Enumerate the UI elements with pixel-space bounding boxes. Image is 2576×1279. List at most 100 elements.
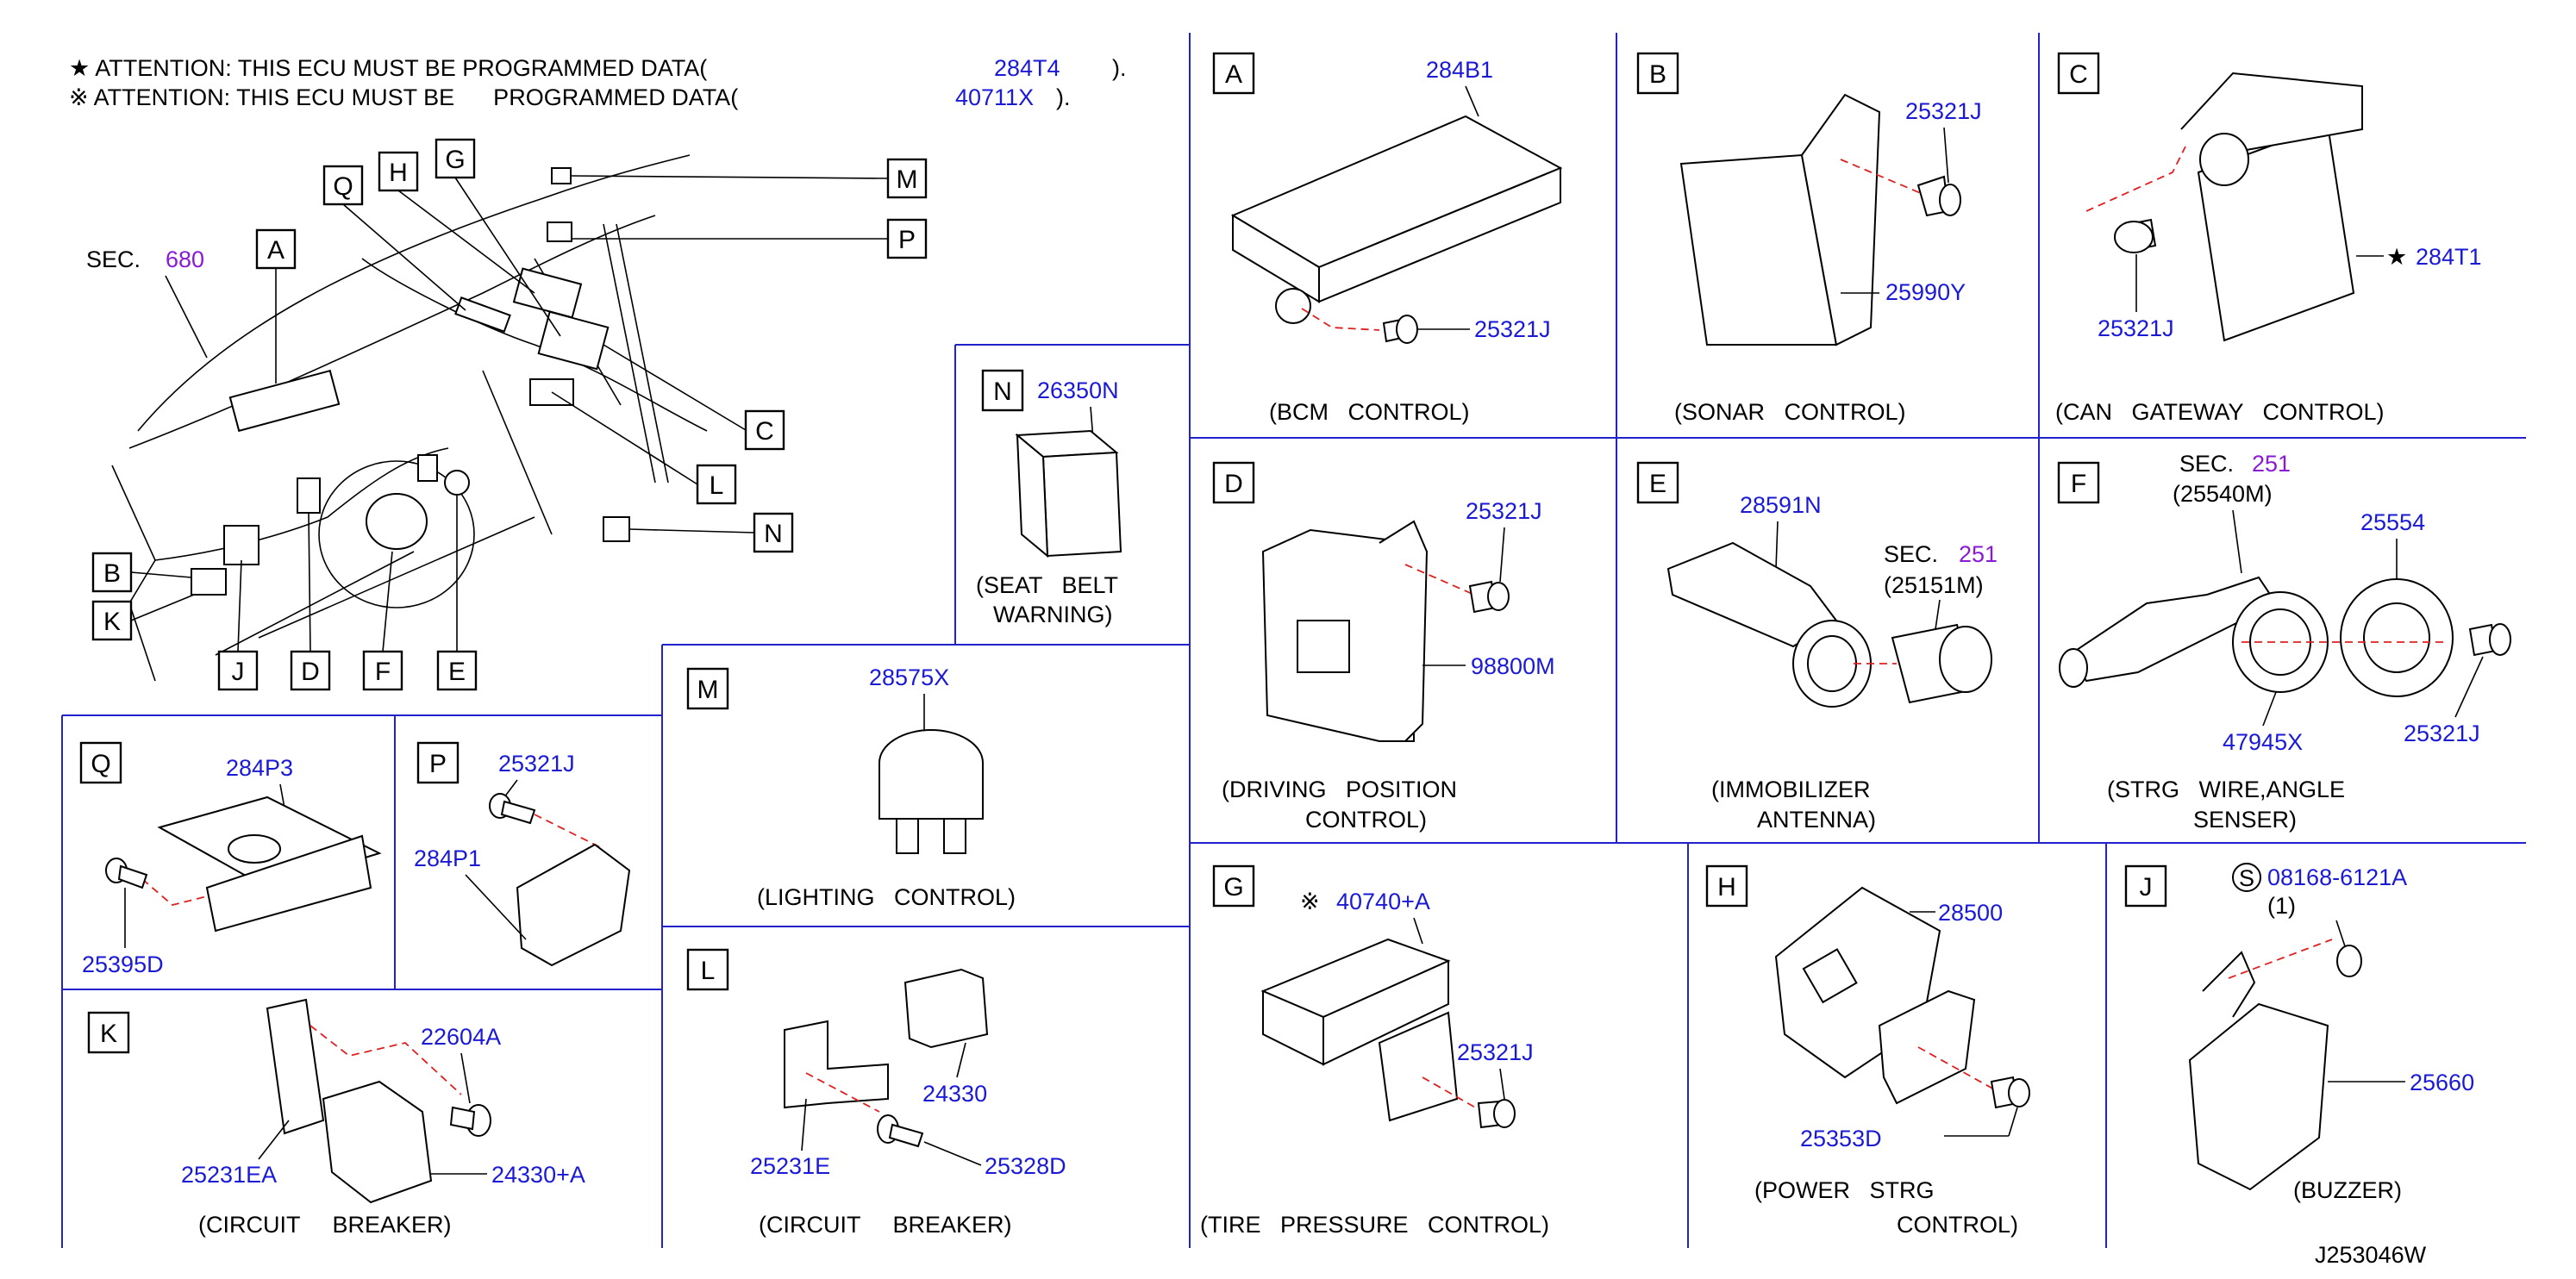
panel-L-circuit-breaker: L 24330 25231E 25328D (CIRCUIT BREAKER) bbox=[686, 948, 1066, 1238]
panel-G-tire-pressure: G ※ 40740+A 25321J (TIRE PRESSURE CONTRO… bbox=[1200, 864, 1549, 1238]
part-25660: 25660 bbox=[2410, 1070, 2474, 1095]
callout-Q: Q bbox=[322, 165, 364, 206]
caption-D-1: (DRIVING POSITION bbox=[1222, 777, 1457, 802]
part-26350N: 26350N bbox=[1037, 377, 1119, 403]
svg-text:L: L bbox=[701, 957, 716, 985]
callout-E: E bbox=[436, 650, 478, 691]
callout-B: B bbox=[91, 552, 133, 593]
svg-text:J: J bbox=[232, 658, 245, 686]
attention-line-1: ★ ATTENTION: THIS ECU MUST BE PROGRAMMED… bbox=[69, 55, 707, 81]
svg-text:K: K bbox=[100, 1020, 117, 1048]
callout-G: G bbox=[435, 138, 476, 179]
part-25321J-P: 25321J bbox=[498, 751, 575, 777]
sec-ref-F: (25540M) bbox=[2173, 481, 2273, 507]
part-25395D: 25395D bbox=[82, 951, 164, 977]
caption-F-2: SENSER) bbox=[2193, 807, 2297, 833]
part-22604A: 22604A bbox=[421, 1024, 501, 1050]
attention-suffix-2: ). bbox=[1056, 84, 1071, 110]
callout-L: L bbox=[696, 464, 737, 505]
bolt-symbol-J: S bbox=[2239, 865, 2254, 891]
panel-P: P 25321J 284P1 bbox=[414, 741, 631, 967]
caption-M: (LIGHTING CONTROL) bbox=[757, 884, 1016, 910]
part-25554: 25554 bbox=[2360, 509, 2425, 535]
part-25231EA: 25231EA bbox=[181, 1162, 277, 1188]
part-25321J-B: 25321J bbox=[1905, 98, 1982, 124]
sec-ref-E: (25151M) bbox=[1884, 572, 1984, 598]
part-25353D: 25353D bbox=[1800, 1126, 1882, 1151]
part-28575X: 28575X bbox=[869, 664, 949, 690]
part-25990Y: 25990Y bbox=[1885, 279, 1966, 305]
part-25321J-G: 25321J bbox=[1457, 1039, 1534, 1065]
part-28500: 28500 bbox=[1938, 900, 2003, 926]
svg-text:Q: Q bbox=[333, 172, 353, 201]
panel-B-sonar: B 25321J 25990Y (SONAR CONTROL) bbox=[1636, 52, 1982, 425]
callout-M: M bbox=[886, 158, 928, 199]
caption-A: (BCM CONTROL) bbox=[1269, 399, 1470, 425]
svg-text:J: J bbox=[2140, 873, 2153, 902]
part-25321J-A: 25321J bbox=[1474, 316, 1551, 342]
panel-H-power-strg: H 28500 25353D (POWER STRG CONTROL) bbox=[1705, 864, 2030, 1238]
part-24330+A: 24330+A bbox=[491, 1162, 585, 1188]
caption-E-1: (IMMOBILIZER bbox=[1711, 777, 1871, 802]
overview-sec-label: SEC. bbox=[86, 246, 141, 272]
qty-J: (1) bbox=[2267, 893, 2296, 919]
caption-D-2: CONTROL) bbox=[1305, 807, 1427, 833]
svg-text:L: L bbox=[710, 471, 724, 500]
part-25321J-F: 25321J bbox=[2404, 721, 2480, 746]
svg-text:F: F bbox=[375, 658, 391, 686]
svg-text:C: C bbox=[2069, 60, 2088, 89]
attention-notes: ★ ATTENTION: THIS ECU MUST BE PROGRAMMED… bbox=[69, 55, 1127, 110]
callout-H: H bbox=[378, 151, 419, 192]
part-25328D: 25328D bbox=[985, 1153, 1066, 1179]
caption-F-1: (STRG WIRE,ANGLE bbox=[2107, 777, 2345, 802]
part-25321J-C: 25321J bbox=[2098, 315, 2174, 341]
svg-text:N: N bbox=[993, 377, 1012, 406]
svg-text:M: M bbox=[697, 676, 719, 704]
sec-number-F: 251 bbox=[2252, 451, 2291, 477]
part-98800M: 98800M bbox=[1471, 653, 1555, 679]
part-24330: 24330 bbox=[922, 1081, 987, 1107]
overview-sec-number: 680 bbox=[166, 246, 204, 272]
attention-suffix-1: ). bbox=[1112, 55, 1127, 81]
svg-text:E: E bbox=[1649, 470, 1666, 498]
sec-label-E: SEC. bbox=[1884, 541, 1938, 567]
sec-number-E: 251 bbox=[1959, 541, 1998, 567]
part-284B1: 284B1 bbox=[1426, 57, 1493, 83]
callout-K: K bbox=[91, 600, 133, 641]
caption-G: (TIRE PRESSURE CONTROL) bbox=[1200, 1212, 1549, 1238]
svg-text:G: G bbox=[445, 146, 465, 174]
part-284T1: 284T1 bbox=[2416, 244, 2482, 270]
part-28591N: 28591N bbox=[1740, 492, 1822, 518]
svg-text:H: H bbox=[1717, 873, 1736, 902]
part-25321J-D: 25321J bbox=[1466, 498, 1542, 524]
caption-N-1: (SEAT BELT bbox=[976, 572, 1118, 598]
caption-J: (BUZZER) bbox=[2293, 1177, 2402, 1203]
overview-dashboard: SEC. 680 A Q H G M bbox=[86, 138, 928, 691]
caption-L: (CIRCUIT BREAKER) bbox=[759, 1212, 1012, 1238]
panel-M-lighting: M 28575X (LIGHTING CONTROL) bbox=[686, 664, 1016, 910]
svg-text:F: F bbox=[2071, 470, 2086, 498]
caption-N-2: WARNING) bbox=[993, 602, 1112, 627]
panel-F-strg-wire: F SEC. 251 (25540M) 25554 47945X 25321J … bbox=[2057, 451, 2511, 833]
svg-text:P: P bbox=[429, 750, 447, 778]
caption-E-2: ANTENNA) bbox=[1757, 807, 1876, 833]
svg-text:N: N bbox=[764, 520, 783, 548]
callout-P: P bbox=[886, 218, 928, 259]
svg-text:D: D bbox=[301, 658, 320, 686]
callout-F: F bbox=[362, 650, 403, 691]
part-25231E: 25231E bbox=[750, 1153, 830, 1179]
attention-part-2: 40711X bbox=[955, 84, 1034, 110]
callout-C: C bbox=[744, 409, 785, 451]
panel-K-circuit-breaker: K 22604A 25231EA 24330+A (CIRCUIT BREAKE… bbox=[87, 998, 585, 1238]
star-mark-C: ★ bbox=[2386, 244, 2407, 270]
part-284P1: 284P1 bbox=[414, 845, 481, 871]
svg-text:P: P bbox=[898, 226, 916, 254]
attention-part-1: 284T4 bbox=[994, 55, 1060, 81]
sec-label-F: SEC. bbox=[2179, 451, 2234, 477]
svg-text:M: M bbox=[897, 165, 918, 194]
attention-line-2: ※ ATTENTION: THIS ECU MUST BE PROGRAMMED… bbox=[69, 84, 738, 110]
svg-text:A: A bbox=[267, 236, 284, 265]
mark-G: ※ bbox=[1300, 889, 1320, 914]
callout-J: J bbox=[217, 650, 259, 691]
